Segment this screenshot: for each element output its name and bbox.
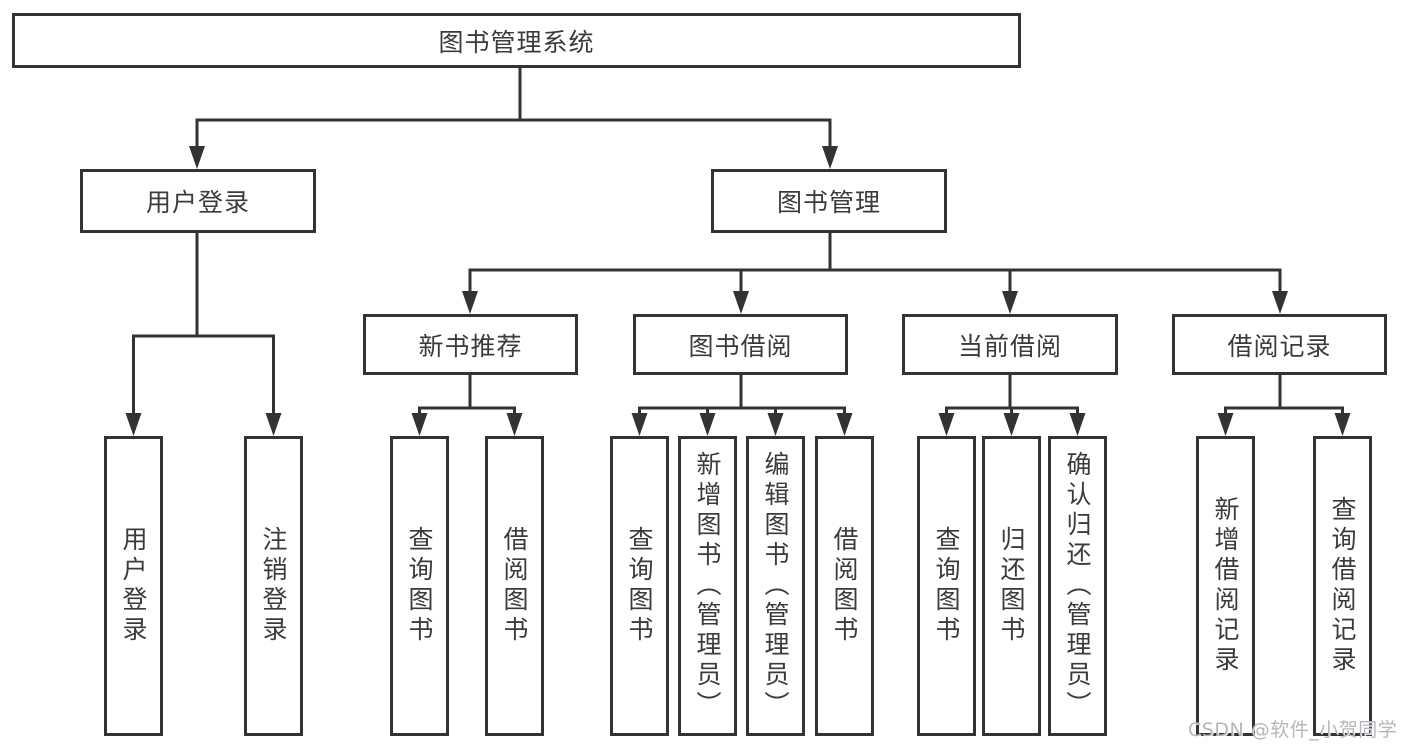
leaf-add-book-admin: 新增图书（管理员） [678, 436, 737, 736]
node-borrowing-records: 借阅记录 [1172, 314, 1387, 375]
leaf-logout: 注销登录 [244, 436, 303, 736]
node-new-book-recommendation: 新书推荐 [363, 314, 578, 375]
leaf-query-books-recommend: 查询图书 [390, 436, 449, 736]
node-book-management: 图书管理 [711, 169, 947, 233]
leaf-query-books-current: 查询图书 [917, 436, 976, 736]
node-library-management-system: 图书管理系统 [12, 13, 1021, 68]
leaf-return-books: 归还图书 [982, 436, 1041, 736]
leaf-borrow-books-borrowing: 借阅图书 [815, 436, 874, 736]
arrowheads [125, 146, 1351, 436]
leaf-add-borrow-record: 新增借阅记录 [1196, 436, 1255, 736]
node-current-borrowing: 当前借阅 [902, 314, 1118, 375]
leaf-edit-book-admin: 编辑图书（管理员） [746, 436, 805, 736]
node-book-borrowing: 图书借阅 [633, 314, 848, 375]
leaf-query-borrow-record: 查询借阅记录 [1313, 436, 1372, 736]
watermark-text: CSDN @软件_小贺同学 [1188, 719, 1398, 741]
node-user-login: 用户登录 [80, 169, 316, 233]
leaf-user-login: 用户登录 [104, 436, 163, 736]
leaf-confirm-return-admin: 确认归还（管理员） [1048, 436, 1107, 736]
leaf-borrow-books-recommend: 借阅图书 [485, 436, 544, 736]
leaf-query-books-borrowing: 查询图书 [610, 436, 669, 736]
